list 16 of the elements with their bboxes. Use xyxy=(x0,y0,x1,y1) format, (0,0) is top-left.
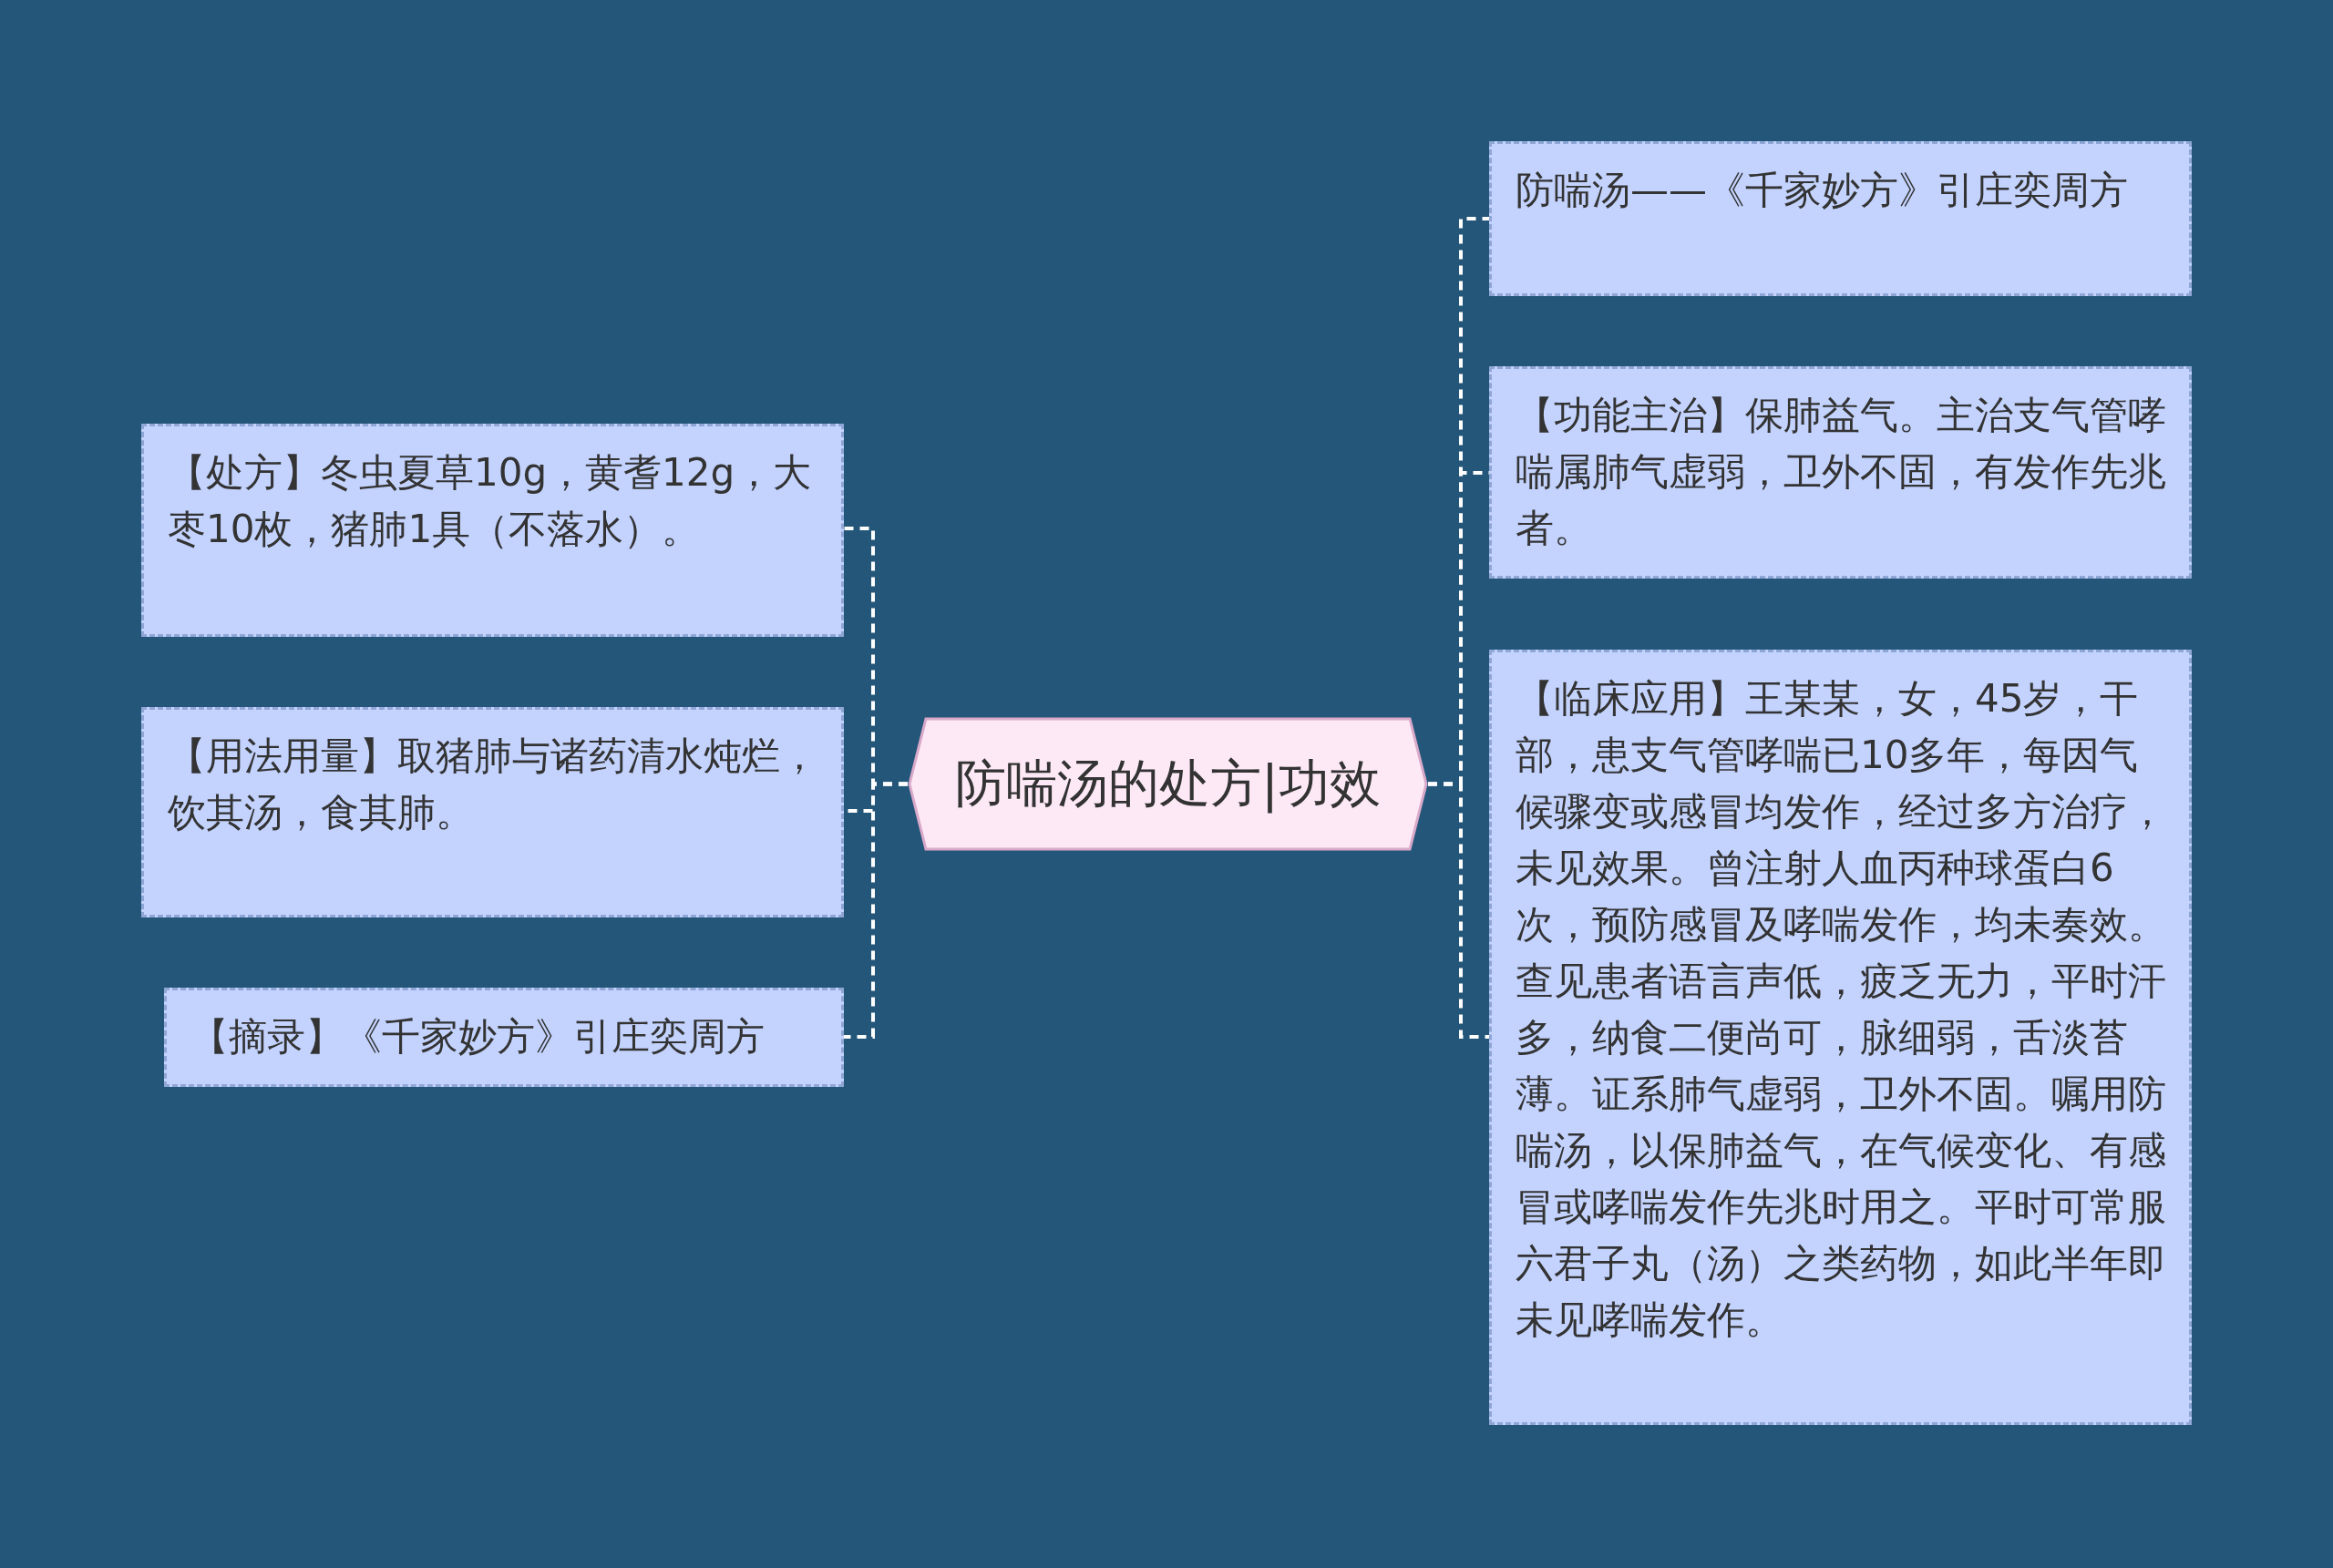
text-card xyxy=(164,988,844,1087)
text-card xyxy=(141,424,844,637)
text-card xyxy=(1489,141,2192,296)
card-text: 【功能主治】保肺益气。主治支气管哮喘属肺气虚弱，卫外不固，有发作先兆者。 xyxy=(1516,392,2167,552)
topic-hexagon xyxy=(908,717,1428,851)
connector-line xyxy=(1428,782,1489,1039)
card-text: 防喘汤——《千家妙方》引庄奕周方 xyxy=(1516,167,2129,214)
card-text: 【临床应用】王某某，女，45岁，干部，患支气管哮喘已10多年，每因气候骤变或感冒均发作，经过多方治疗，未见效果。曾注射人血丙种球蛋白6次，预防感冒及哮喘发作，均未奏效。查见患者语言声低，疲乏无力，平时汗多，纳食二便尚可，脉细弱，舌淡苔薄。证系肺气虚弱，卫外不固。嘱用防喘汤，以保肺益气，在气候变化、有感冒或哮喘发作先兆时用之。平时可常服六君子丸（汤）之类药物，如此半年即未见哮喘发作。 xyxy=(1516,675,2167,1344)
card-text: 【用法用量】取猪肺与诸药清水炖烂，饮其汤，食其肺。 xyxy=(168,733,819,836)
text-card xyxy=(1489,650,2192,1425)
topic-text: 防喘汤的处方|功效 xyxy=(955,752,1381,815)
connector-line xyxy=(844,782,908,1039)
text-card xyxy=(141,707,844,917)
card-text: 【摘录】《千家妙方》引庄奕周方 xyxy=(190,1013,766,1061)
card-text: 【处方】冬虫夏草10g，黄耆12g，大枣10枚，猪肺1具（不落水）。 xyxy=(168,449,813,553)
text-card xyxy=(1489,366,2192,579)
